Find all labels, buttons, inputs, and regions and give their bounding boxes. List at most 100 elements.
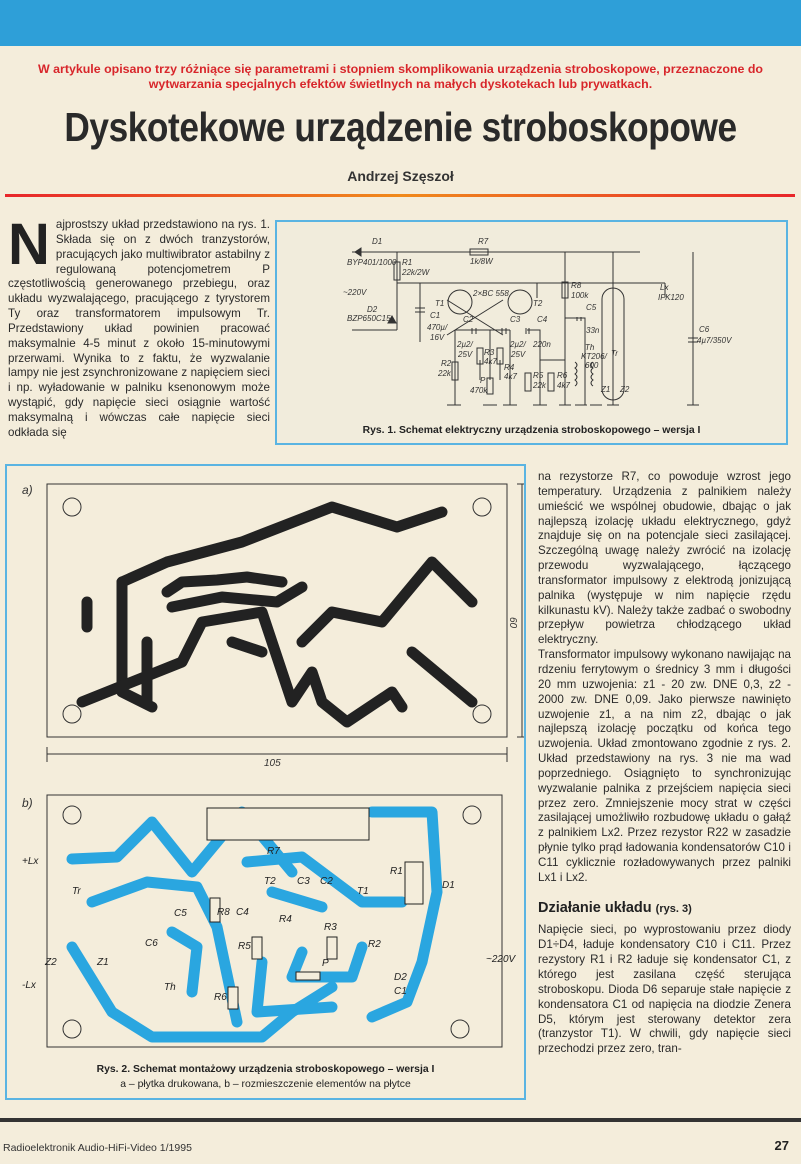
pcb-label-r2: R2	[368, 939, 381, 950]
label-r4-value: 4k7	[504, 372, 517, 381]
paragraph: Transformator impulsowy wykonano nawijaj…	[538, 648, 791, 884]
pcb-label-c2: C2	[320, 876, 333, 887]
label-c1-voltage: 16V	[430, 333, 445, 342]
label-z1: Z1	[600, 385, 610, 394]
pcb-label-c1: C1	[394, 986, 407, 997]
pcb-label-z1: Z1	[96, 957, 109, 968]
pcb-label-c4: C4	[236, 907, 249, 918]
label-c2-voltage: 25V	[457, 350, 473, 359]
section-heading-text: Działanie układu	[538, 899, 652, 916]
label-d1: D1	[372, 237, 382, 246]
article-lead: W artykule opisano trzy różniące się par…	[37, 62, 764, 91]
pcb-label-tr: Tr	[72, 886, 81, 897]
pcb-label-r4: R4	[279, 914, 292, 925]
schematic-diagram: D1 BYP401/1000 R7 1k/8W R1 22k/2W ~220V …	[343, 237, 732, 406]
title-divider	[5, 194, 795, 197]
pcb-diagrams: a) b) 105 60 R7 R1 D1 T2 C3 C2	[22, 483, 524, 1048]
figure-2-caption: Rys. 2. Schemat montażowy urządzenia str…	[96, 1064, 435, 1075]
label-z2: Z2	[619, 385, 630, 394]
figure-2-pcb: a) b) 105 60 R7 R1 D1 T2 C3 C2	[5, 464, 526, 1100]
figure-1-schematic: D1 BYP401/1000 R7 1k/8W R1 22k/2W ~220V …	[275, 220, 788, 445]
paragraph: na rezystorze R7, co powoduje wzrost jeg…	[538, 470, 791, 647]
intro-paragraph: ajprostszy układ przedstawiono na rys. 1…	[8, 218, 270, 439]
label-r7-value: 1k/8W	[470, 257, 494, 266]
label-t2: T2	[533, 299, 543, 308]
label-c6-value: 4µ7/350V	[697, 336, 732, 345]
pcb-label-plus-lx: +Lx	[22, 856, 39, 867]
label-p-value: 470k	[470, 386, 488, 395]
pcb-label-d2: D2	[394, 972, 407, 983]
label-c2: C2	[463, 315, 474, 324]
header-color-bar	[0, 0, 801, 46]
label-tr: Tr	[611, 349, 618, 358]
pcb-board-outline	[46, 483, 508, 738]
left-column: N ajprostszy układ przedstawiono na rys.…	[8, 212, 270, 441]
pcb-label-d1: D1	[442, 880, 455, 891]
label-p: P	[480, 376, 486, 385]
label-r7: R7	[478, 237, 489, 246]
label-th-voltage: 600	[585, 361, 599, 370]
panel-b-label: b)	[22, 796, 33, 810]
label-r3-value: 4k7	[484, 357, 497, 366]
label-r6: R6	[557, 371, 568, 380]
label-c5: C5	[586, 303, 597, 312]
drop-cap: N	[8, 212, 50, 277]
label-r5-value: 22k	[532, 381, 547, 390]
section-heading-ref: (rys. 3)	[655, 902, 692, 915]
page-number: 27	[774, 1138, 789, 1153]
panel-a-label: a)	[22, 483, 33, 497]
label-d2: D2	[367, 305, 378, 314]
label-c4: C4	[537, 315, 548, 324]
pcb-label-c6: C6	[145, 938, 158, 949]
footer-rule	[0, 1118, 801, 1122]
label-c2-value: 2µ2/	[456, 340, 474, 349]
label-c1: C1	[430, 311, 440, 320]
label-c3-value: 2µ2/	[509, 340, 527, 349]
figure-2-subcaption: a – płytka drukowana, b – rozmieszczenie…	[120, 1079, 411, 1090]
label-c6: C6	[699, 325, 710, 334]
dimension-width: 105	[264, 758, 281, 769]
label-mains: ~220V	[343, 288, 367, 297]
label-r2-value: 22k	[437, 369, 452, 378]
label-t1: T1	[435, 299, 444, 308]
label-th: Th	[585, 343, 595, 352]
label-d1-value: BYP401/1000	[347, 258, 397, 267]
footer-publication: Radioelektronik Audio-HiFi-Video 1/1995	[3, 1142, 192, 1154]
pcb-label-r6: R6	[214, 992, 227, 1003]
pcb-label-c5: C5	[174, 908, 187, 919]
pcb-label-z2: Z2	[44, 957, 57, 968]
label-lx: Lx	[660, 283, 669, 292]
pcb-label-r7: R7	[267, 846, 280, 857]
label-r6-value: 4k7	[557, 381, 570, 390]
right-column: na rezystorze R7, co powoduje wzrost jeg…	[538, 470, 791, 1057]
paragraph: Napięcie sieci, po wyprostowaniu przez d…	[538, 923, 791, 1056]
pcb-label-minus-lx: -Lx	[22, 980, 37, 991]
pcb-label-r5: R5	[238, 941, 251, 952]
pcb-label-t2: T2	[264, 876, 276, 887]
label-c1-value: 470µ/	[427, 323, 448, 332]
pcb-label-mains: ~220V	[486, 954, 517, 965]
pcb-label-t1: T1	[357, 886, 369, 897]
article-author: Andrzej Szęszoł	[347, 168, 454, 184]
label-c3: C3	[510, 315, 521, 324]
article-title: Dyskotekowe urządzenie stroboskopowe	[64, 104, 737, 150]
pcb-label-r8: R8	[217, 907, 230, 918]
pcb-label-r1: R1	[390, 866, 403, 877]
label-th-value: KT206/	[581, 352, 608, 361]
label-r4: R4	[504, 363, 515, 372]
label-c5-value: 33n	[586, 326, 600, 335]
label-c3-voltage: 25V	[510, 350, 526, 359]
dimension-height: 60	[507, 617, 518, 629]
pcb-label-c3: C3	[297, 876, 310, 887]
label-r2: R2	[441, 359, 452, 368]
pcb-component-board	[46, 794, 503, 1048]
pcb-label-r3: R3	[324, 922, 337, 933]
pcb-blue-traces	[66, 806, 443, 1043]
label-r1: R1	[402, 258, 412, 267]
label-r8: R8	[571, 281, 582, 290]
label-c4-value: 220n	[532, 340, 551, 349]
section-heading: Działanie układu (rys. 3)	[538, 899, 791, 917]
label-r5: R5	[533, 371, 544, 380]
figure-1-caption: Rys. 1. Schemat elektryczny urządzenia s…	[362, 425, 701, 436]
label-r8-value: 100k	[571, 291, 589, 300]
